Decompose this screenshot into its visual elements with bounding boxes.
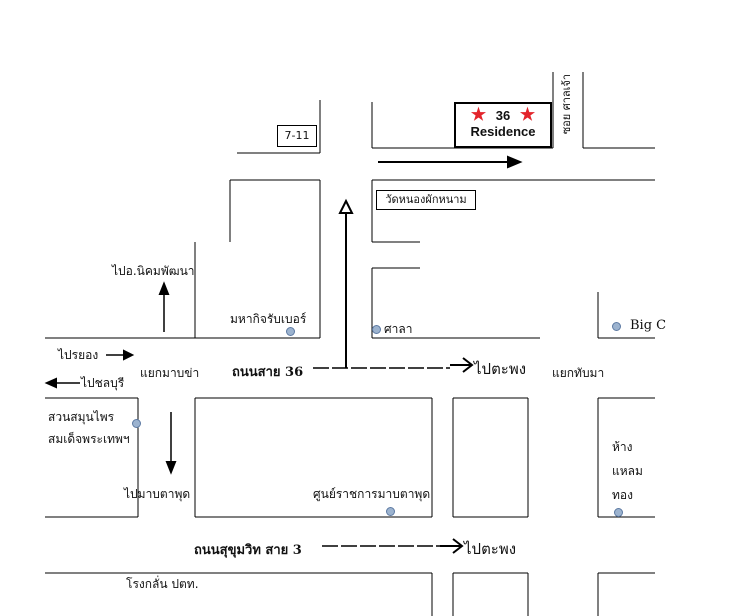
to-chonburi-label: ไปชลบุรี: [81, 376, 125, 390]
pin-icon: [372, 325, 381, 334]
arrowhead: [462, 357, 474, 373]
road-36-label: ถนนสาย 36: [232, 365, 304, 380]
maptaphut-center-label: ศูนย์ราชการมาบตาพุด: [313, 487, 431, 501]
to-nikhom-label: ไปอ.นิคมพัฒนา: [112, 264, 195, 278]
residence-number: 36: [495, 108, 511, 123]
to-maptaphut-label: ไปมาบตาพุด: [124, 487, 191, 501]
residence-box: ★ 36 ★ Residence: [454, 102, 552, 148]
residence-name: Residence: [470, 124, 536, 139]
temple-label: วัดหนองผักหนาม: [385, 193, 467, 206]
mall-label-line3: ทอง: [612, 488, 633, 502]
seven-eleven-box: 7-11: [277, 125, 317, 147]
arrowhead: [158, 281, 170, 295]
pin-icon: [286, 327, 295, 336]
supermarket-label: มหากิจรับเบอร์: [230, 312, 307, 326]
star-icon: ★: [519, 105, 536, 124]
star-icon: ★: [470, 105, 487, 124]
sukhumvit-road-label: ถนนสุขุมวิท สาย 3: [194, 543, 302, 558]
park-label-line2: สมเด็จพระเทพฯ: [48, 432, 130, 446]
arrowhead: [165, 461, 177, 475]
arrowhead: [123, 349, 135, 361]
arrowhead: [452, 538, 464, 554]
pin-icon: [386, 507, 395, 516]
pin-icon: [612, 322, 621, 331]
pin-icon: [614, 508, 623, 517]
mall-label-line1: ห้าง: [612, 440, 633, 454]
arrowhead: [338, 198, 354, 214]
arrowhead: [507, 155, 523, 169]
arrowhead: [44, 377, 57, 389]
refinery-label: โรงกลั่น ปตท.: [126, 577, 199, 591]
park-label-line1: สวนสมุนไพร: [48, 410, 115, 424]
big-c-label: Big C: [630, 318, 667, 333]
soi-road-label: ซอย ศาลเจ้า: [560, 74, 573, 135]
temple-box: วัดหนองผักหนาม: [376, 190, 476, 210]
to-rayong-label: ไปรยอง: [58, 348, 99, 362]
to-taphong-36-label: ไปตะพง: [474, 360, 527, 378]
pin-icon: [132, 419, 141, 428]
to-taphong-3-label: ไปตะพง: [464, 540, 517, 558]
maekha-intersection-label: แยกมาบข่า: [140, 366, 200, 380]
pavilion-label: ศาลา: [384, 322, 413, 336]
thapma-intersection-label: แยกทับมา: [552, 366, 605, 380]
mall-label-line2: แหลม: [612, 464, 643, 478]
seven-eleven-label: 7-11: [284, 129, 310, 142]
